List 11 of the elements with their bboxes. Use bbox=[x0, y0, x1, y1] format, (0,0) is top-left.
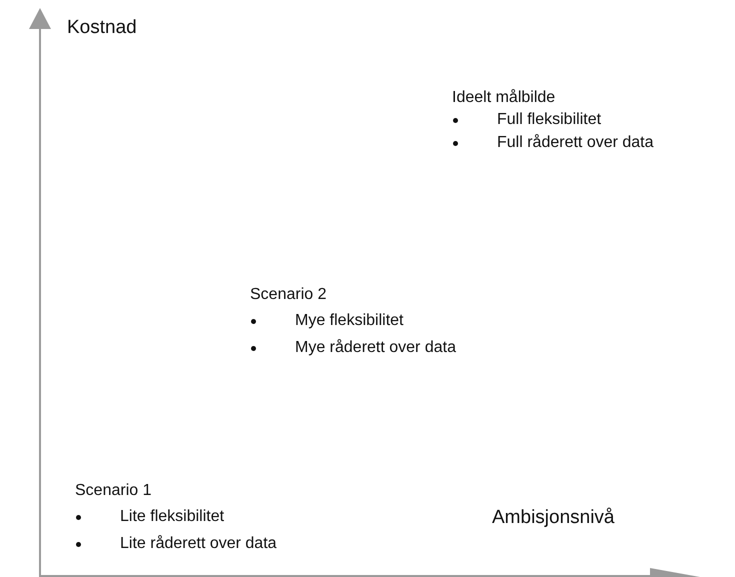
axis-label: Ambisjonsnivå bbox=[492, 508, 614, 527]
scenario-heading: Scenario 1 bbox=[75, 483, 152, 499]
scenario-heading: Ideelt målbilde bbox=[452, 90, 556, 106]
list-item: Full fleksibilitet bbox=[497, 112, 602, 128]
scenario-heading: Scenario 2 bbox=[250, 287, 326, 303]
list-item: Lite råderett over data bbox=[120, 536, 277, 552]
axis-label: Kostnad bbox=[67, 18, 137, 37]
list-item: Full råderett over data bbox=[497, 135, 654, 151]
list-item: Lite fleksibilitet bbox=[120, 509, 224, 525]
list-item: Mye råderett over data bbox=[295, 340, 456, 356]
list-item: Mye fleksibilitet bbox=[295, 313, 404, 329]
